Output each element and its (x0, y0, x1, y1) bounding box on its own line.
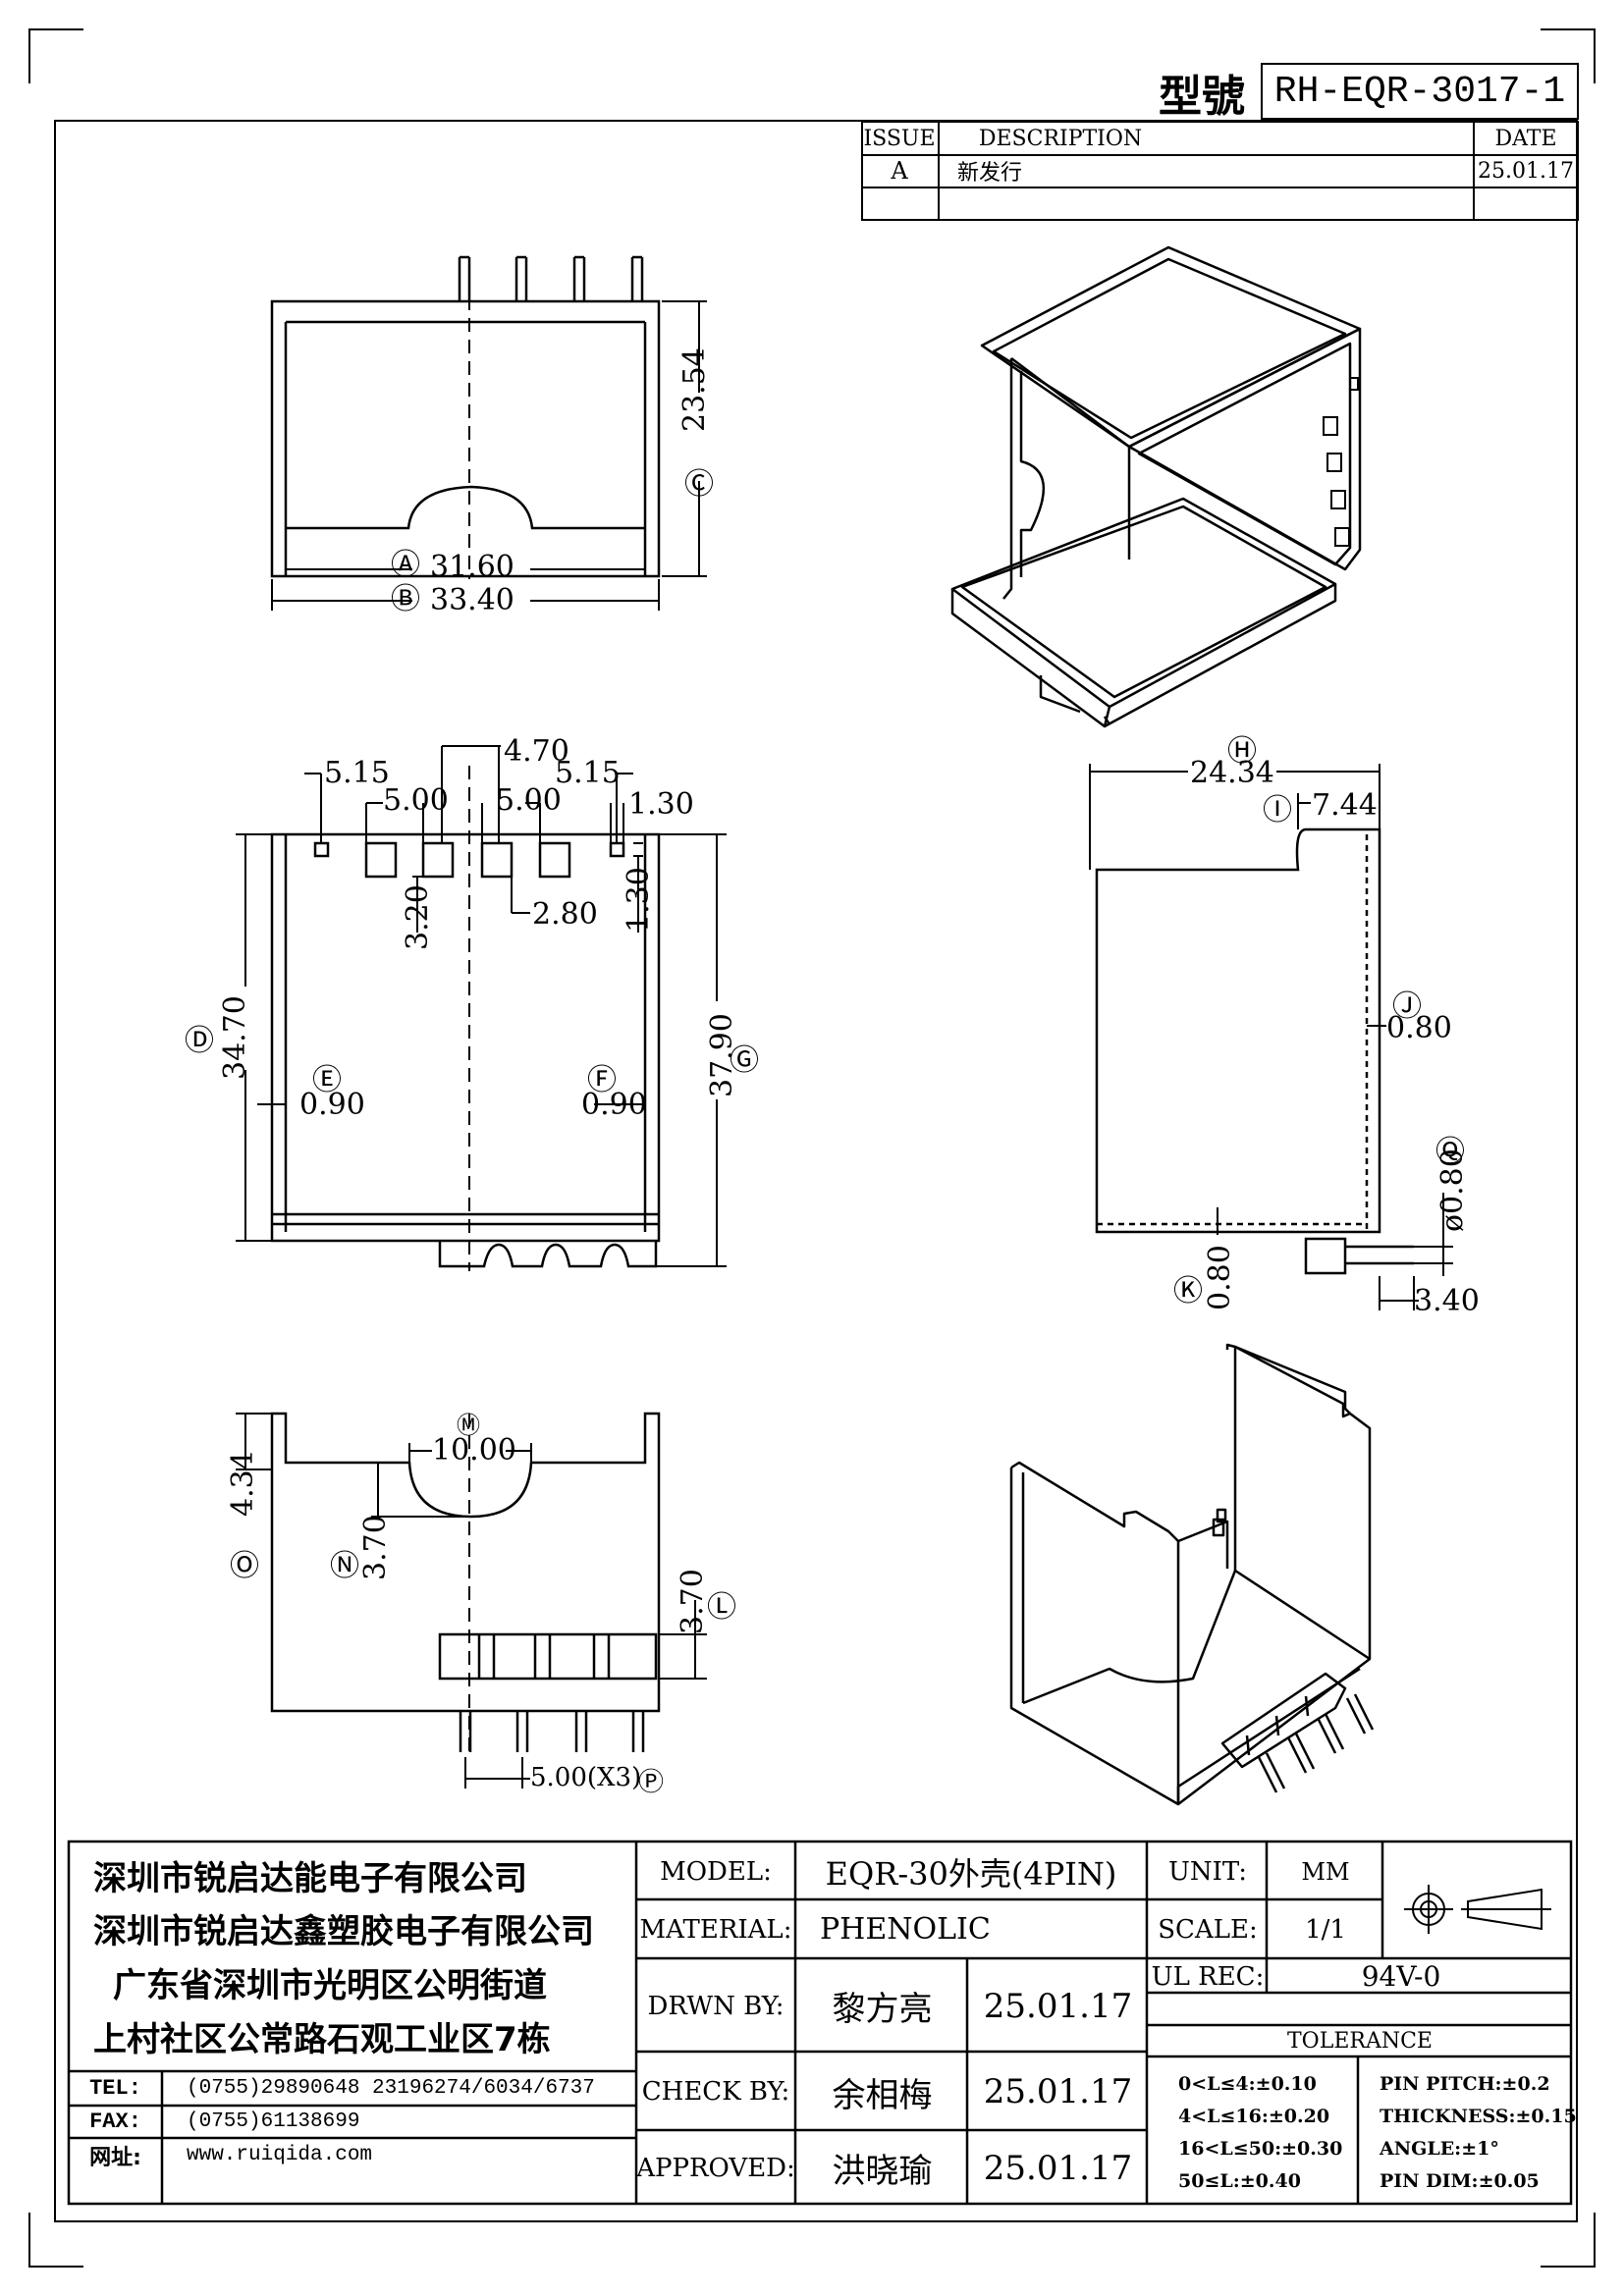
fax-label: FAX: (89, 2109, 141, 2134)
tolerance-left-2: 4<L≤16:±0.20 (1178, 2106, 1330, 2127)
tolerance-right-1: PIN PITCH:±0.2 (1380, 2073, 1550, 2095)
top-dim-e-mark: Ⓔ (312, 1063, 342, 1097)
bottom-dim-m: 10.00 (432, 1433, 516, 1468)
rev-row-description: 新发行 (957, 161, 1023, 186)
top-dim-500b: 5.00 (496, 783, 562, 818)
drawn-by-date: 25.01.17 (983, 1986, 1133, 2026)
side-dim-j: 0.80 (1386, 1011, 1452, 1045)
tolerance-right-3: ANGLE:±1° (1380, 2138, 1499, 2160)
fax-value: (0755)61138699 (187, 2110, 360, 2133)
tolerance-left-1: 0<L≤4:±0.10 (1178, 2073, 1317, 2095)
top-dim-470: 4.70 (504, 734, 569, 769)
side-dim-k-mark: Ⓚ (1173, 1274, 1203, 1308)
approved-label: APPROVED: (636, 2153, 795, 2183)
model-number: RH-EQR-3017-1 (1261, 63, 1579, 120)
side-dim-h: 24.34 (1190, 756, 1274, 790)
top-dim-500a: 5.00 (383, 783, 449, 818)
top-dim-f: 0.90 (581, 1088, 647, 1122)
side-dim-i-mark: Ⓘ (1263, 793, 1292, 828)
top-dim-e: 0.90 (299, 1088, 365, 1122)
company-line-1: 深圳市锐启达能电子有限公司 (93, 1859, 527, 1898)
rev-header-date: DATE (1494, 126, 1557, 151)
rev-header-issue: ISSUE (863, 126, 936, 151)
top-dim-130a: 1.30 (628, 787, 694, 822)
check-by-date: 25.01.17 (983, 2072, 1133, 2111)
rev-row-date: 25.01.17 (1478, 158, 1574, 184)
front-dim-a-mark: Ⓐ (391, 548, 420, 582)
ul-rec-value: 94V-0 (1361, 1960, 1441, 1993)
material-field-label: MATERIAL: (639, 1915, 792, 1945)
bottom-dim-l-mark: Ⓛ (707, 1590, 736, 1625)
approved-name: 洪晓瑜 (832, 2152, 933, 2191)
tolerance-right-2: THICKNESS:±0.15 (1380, 2106, 1577, 2127)
model-label: 型號 (1159, 72, 1245, 122)
top-dim-515a: 5.15 (324, 756, 390, 790)
tel-label: TEL: (89, 2076, 141, 2101)
drawn-by-name: 黎方亮 (832, 1990, 933, 2029)
check-by-label: CHECK BY: (641, 2077, 790, 2107)
unit-label: UNIT: (1167, 1856, 1248, 1887)
tel-value: (0755)29890648 23196274/6034/6737 (187, 2077, 595, 2100)
scale-value: 1/1 (1305, 1915, 1346, 1945)
top-dim-515b: 5.15 (555, 756, 621, 790)
side-dim-q-mark: Ⓠ (1435, 1135, 1465, 1169)
website-value: www.ruiqida.com (187, 2144, 373, 2166)
top-dim-280: 2.80 (532, 897, 598, 932)
check-by-name: 余相梅 (832, 2075, 933, 2115)
scale-label: SCALE: (1158, 1915, 1258, 1945)
top-dim-d-mark: Ⓓ (185, 1024, 214, 1058)
material-field-value: PHENOLIC (820, 1912, 991, 1947)
bottom-dim-p-mark: Ⓟ (638, 1768, 665, 1797)
front-dim-b-mark: Ⓑ (391, 582, 420, 616)
approved-date: 25.01.17 (983, 2148, 1133, 2188)
tolerance-right-4: PIN DIM:±0.05 (1380, 2170, 1540, 2192)
projection-symbol-icon (1404, 1885, 1551, 1934)
model-field-value: EQR-30外壳(4PIN) (825, 1854, 1117, 1893)
model-field-label: MODEL: (660, 1856, 772, 1887)
front-dim-b: 33.40 (430, 583, 514, 617)
top-dim-f-mark: Ⓕ (587, 1063, 617, 1097)
company-line-4: 上村社区公常路石观工业区7栋 (93, 2020, 551, 2059)
bottom-dim-o-mark: Ⓞ (230, 1549, 259, 1583)
rev-header-description: DESCRIPTION (978, 126, 1143, 151)
rev-row-issue: A (891, 157, 908, 185)
side-dim-j-mark: Ⓙ (1392, 989, 1422, 1024)
side-dim-i: 7.44 (1312, 788, 1378, 823)
side-dim-h-mark: Ⓗ (1227, 734, 1257, 769)
front-dim-a: 31.60 (430, 550, 514, 584)
tolerance-label: TOLERANCE (1287, 2028, 1433, 2054)
front-dim-c-mark: Ⓒ (684, 467, 714, 502)
bottom-dim-m-mark: Ⓜ (457, 1412, 480, 1439)
ul-rec-label: UL REC: (1151, 1961, 1265, 1992)
company-line-3: 广东省深圳市光明区公明街道 (113, 1966, 547, 2005)
unit-value: MM (1301, 1857, 1350, 1886)
website-label: 网址: (89, 2145, 141, 2170)
side-dim-340: 3.40 (1414, 1284, 1480, 1318)
tolerance-left-4: 50≤L:±0.40 (1178, 2170, 1301, 2192)
drawn-by-label: DRWN BY: (647, 1991, 785, 2021)
bottom-dim-p: 5.00(X3) (530, 1763, 642, 1792)
top-dim-g-mark: Ⓖ (730, 1043, 759, 1078)
bottom-dim-n-mark: Ⓝ (330, 1549, 359, 1583)
tolerance-left-3: 16<L≤50:±0.30 (1178, 2138, 1343, 2160)
company-line-2: 深圳市锐启达鑫塑胶电子有限公司 (93, 1912, 594, 1951)
